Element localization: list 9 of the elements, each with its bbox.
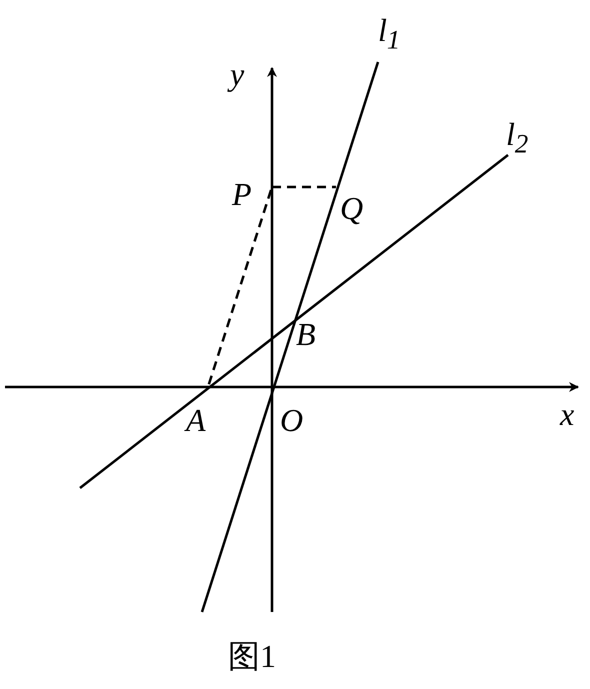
- point-label: B: [296, 318, 316, 350]
- caption: 图1: [228, 640, 276, 672]
- point-label: A: [186, 404, 206, 436]
- point-label: O: [280, 404, 304, 436]
- line-label: l$_{2}$: [506, 118, 528, 158]
- point-label: P: [232, 178, 252, 210]
- point-label: Q: [340, 192, 364, 224]
- axis-label: x: [560, 398, 574, 430]
- line-label: l$_{1}$: [378, 14, 400, 54]
